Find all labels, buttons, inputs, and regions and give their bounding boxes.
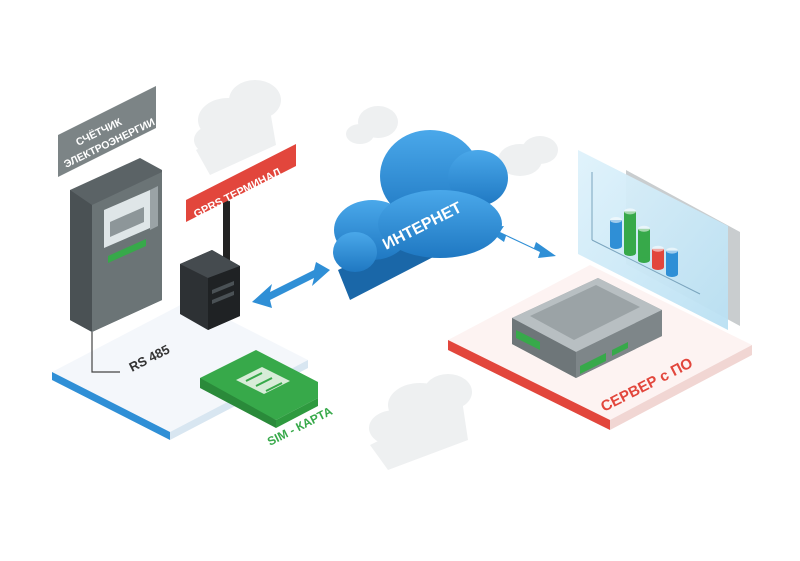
chart-bar-base: [610, 243, 622, 249]
background-cloud-left: [194, 80, 281, 175]
chart-bar-base: [624, 250, 636, 256]
background-cloud-top: [346, 106, 398, 144]
chart-bars: [610, 208, 678, 277]
chart-screen: [578, 150, 740, 330]
chart-bar: [610, 220, 622, 246]
chart-bar: [624, 211, 636, 253]
gprs-terminal: [180, 194, 240, 330]
chart-bar-cap: [666, 247, 678, 254]
chart-bar-cap: [652, 245, 664, 252]
background-cloud-bottom: [369, 374, 472, 470]
chart-bar-base: [638, 257, 650, 263]
chart-bar-base: [652, 264, 664, 270]
background-cloud-right: [498, 136, 558, 176]
chart-bar: [652, 248, 664, 267]
chart-bar: [638, 228, 650, 260]
electricity-meter: [70, 158, 162, 373]
chart-bar-cap: [624, 208, 636, 215]
chart-bar-cap: [610, 217, 622, 223]
server-unit: [512, 278, 662, 378]
sim-card: [200, 350, 318, 428]
arrow-right-bidirectional: [484, 226, 556, 258]
chart-bar-cap: [638, 225, 650, 232]
arrow-left-bidirectional: [252, 262, 330, 308]
chart-bar: [666, 250, 678, 274]
internet-cloud: ИНТЕРНЕТ: [333, 130, 508, 300]
chart-bar-base: [666, 271, 678, 277]
